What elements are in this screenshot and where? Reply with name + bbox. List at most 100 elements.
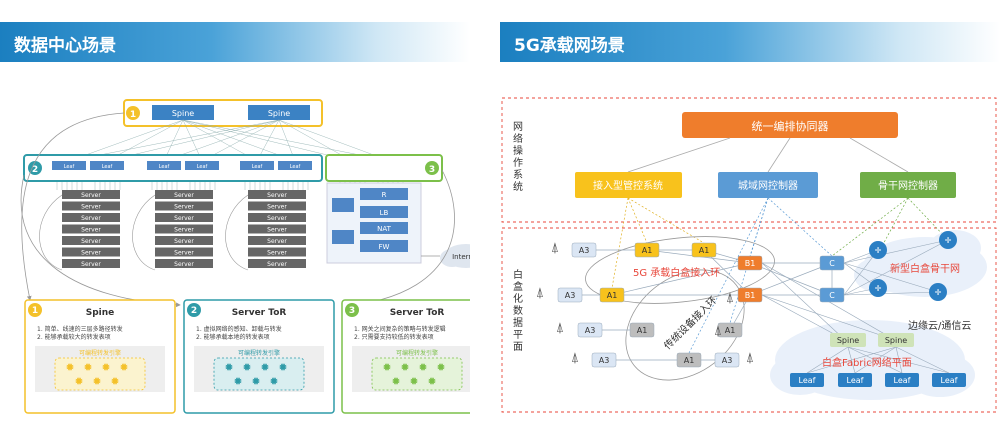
leaf-switch-label: Leaf bbox=[290, 164, 301, 170]
leaf-switch bbox=[147, 161, 181, 170]
side-label-char: 面 bbox=[513, 342, 523, 353]
node-a1 bbox=[717, 322, 743, 338]
link-line bbox=[806, 346, 849, 374]
server-label: Server bbox=[174, 215, 194, 222]
control-link bbox=[879, 197, 909, 251]
node-label: A3 bbox=[565, 291, 576, 300]
link-line bbox=[703, 249, 751, 296]
server-label: Server bbox=[81, 204, 101, 211]
card-title: Server ToR bbox=[232, 308, 287, 318]
server-label: Server bbox=[174, 204, 194, 211]
server-label: Server bbox=[267, 192, 287, 199]
spine-node-label: Spine bbox=[885, 336, 907, 345]
side-label-char: 白 bbox=[513, 268, 523, 281]
engine-label: 可编程转发引擎 bbox=[238, 349, 280, 357]
link-line bbox=[761, 294, 896, 341]
leaf-switch bbox=[240, 161, 274, 170]
server bbox=[62, 224, 120, 234]
router-node-label: R bbox=[382, 191, 387, 199]
server bbox=[155, 247, 213, 257]
router-icon-glyph: ✛ bbox=[875, 284, 882, 293]
badge-1-text: 1 bbox=[130, 110, 136, 120]
gear-icon: ✹ bbox=[269, 375, 278, 388]
card-title: Spine bbox=[86, 308, 115, 318]
node-a3 bbox=[591, 352, 617, 368]
card-line: 1. 网关之间复杂的策略与转发逻辑 bbox=[354, 325, 446, 333]
gear-icon: ✹ bbox=[418, 361, 427, 374]
badge-2-text: 2 bbox=[32, 165, 38, 175]
server bbox=[62, 190, 120, 199]
node-a3 bbox=[571, 242, 597, 258]
server bbox=[62, 201, 120, 211]
server bbox=[155, 259, 213, 268]
gear-icon: ✹ bbox=[409, 375, 418, 388]
link-line bbox=[761, 294, 846, 341]
antenna-icon: ⍋ bbox=[726, 290, 734, 306]
link-line bbox=[847, 346, 950, 374]
card-title: Server ToR bbox=[390, 308, 445, 318]
node-a1 bbox=[629, 322, 655, 338]
engine-label: 可编程转发引擎 bbox=[396, 349, 438, 357]
node-label: C bbox=[829, 291, 835, 300]
card-badge-text: 1 bbox=[32, 306, 38, 316]
link-line bbox=[843, 291, 939, 296]
leaf-switch-label: Leaf bbox=[159, 164, 170, 170]
nat-node bbox=[360, 222, 408, 234]
side-label-char: 络 bbox=[513, 132, 523, 145]
orch-link-right bbox=[849, 137, 909, 173]
gear-icon: ✹ bbox=[278, 361, 287, 374]
spine-node-label: Spine bbox=[837, 336, 859, 345]
gear-icon: ✹ bbox=[242, 361, 251, 374]
server-label: Server bbox=[267, 227, 287, 234]
node-label: A1 bbox=[637, 326, 648, 335]
spine-switch-2-label: Spine bbox=[268, 109, 290, 118]
leaf-node-label: Leaf bbox=[894, 376, 911, 385]
server bbox=[62, 236, 120, 245]
server bbox=[248, 236, 306, 245]
backbone-controller-label: 骨干网控制器 bbox=[878, 179, 938, 192]
server bbox=[155, 201, 213, 211]
rack-link bbox=[39, 194, 63, 271]
node-a3 bbox=[714, 352, 740, 368]
badge-1 bbox=[126, 106, 140, 120]
node-b1 bbox=[737, 287, 763, 303]
leaf-switch-label: Leaf bbox=[102, 164, 113, 170]
spine-switch-1 bbox=[152, 105, 214, 120]
control-link bbox=[767, 197, 833, 257]
node-label: A1 bbox=[725, 326, 736, 335]
server-label: Server bbox=[81, 261, 101, 268]
left-header-bar: 数据中心场景 bbox=[0, 22, 470, 62]
node-label: A1 bbox=[699, 246, 710, 255]
router-icon-glyph: ✛ bbox=[875, 246, 882, 255]
link-line bbox=[761, 262, 846, 341]
leaf-switch bbox=[90, 161, 124, 170]
spine-switch-1-label: Spine bbox=[172, 109, 194, 118]
gear-icon: ✹ bbox=[119, 361, 128, 374]
access-controller-box bbox=[575, 172, 682, 198]
antenna-icon: ⍋ bbox=[536, 285, 544, 301]
server-label: Server bbox=[267, 261, 287, 268]
node-c bbox=[819, 255, 845, 271]
leaf-node-label: Leaf bbox=[799, 376, 816, 385]
server-label: Server bbox=[81, 215, 101, 222]
node-label: B1 bbox=[745, 291, 756, 300]
server-label: Server bbox=[174, 192, 194, 199]
metro-controller-label: 城域网控制器 bbox=[738, 179, 798, 192]
side-label-char: 平 bbox=[513, 330, 523, 341]
orchestrator-label: 统一编排协同器 bbox=[752, 119, 829, 133]
server bbox=[248, 201, 306, 211]
link-line bbox=[847, 346, 903, 374]
engine-inner bbox=[371, 357, 463, 391]
gear-icon: ✹ bbox=[101, 361, 110, 374]
lb-node bbox=[360, 206, 408, 218]
side-label-char: 统 bbox=[513, 180, 523, 193]
link-line bbox=[843, 239, 949, 264]
server bbox=[248, 190, 306, 199]
server-racks: ServerServerServerServerServerServerServ… bbox=[39, 190, 306, 271]
node-label: A3 bbox=[585, 326, 596, 335]
link-line bbox=[895, 346, 950, 374]
router-icon bbox=[869, 279, 887, 297]
